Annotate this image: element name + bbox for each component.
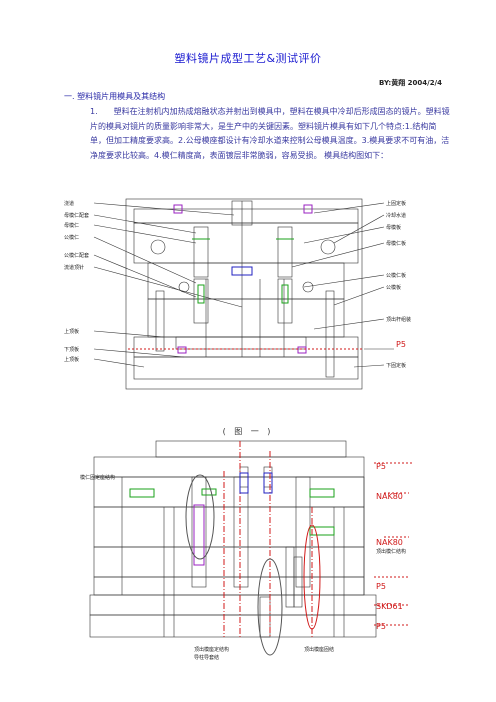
section-heading: 一. 塑料镜片用模具及其结构 <box>64 92 166 101</box>
body-paragraph: 1.塑料在注射机内加热成熔融状态并射出到模具中，塑料在模具中冷却后形成固态的镜片… <box>90 105 452 163</box>
fig1-label-left-3: 公模仁 <box>64 234 79 241</box>
fig2-label-right-0: P5 <box>376 462 386 471</box>
fig1-label-right-0: 上固定板 <box>386 200 406 207</box>
fig2-label-right-5: SKD61 <box>376 602 403 611</box>
document-title: 塑料镜片成型工艺&测试评价 <box>174 52 322 65</box>
figure-caption: ( 图 一 ) <box>222 427 274 436</box>
fig1-label-left-0: 浇道 <box>64 200 74 207</box>
fig2-label-right-1: NAK80 <box>376 492 403 501</box>
fig1-label-right-2: 母模板 <box>386 224 401 231</box>
fig1-label-right-7: P5 <box>396 340 406 349</box>
fig2-label-right-6: P5 <box>376 622 386 631</box>
fig2-label-right-2: NAK80 <box>376 538 403 547</box>
byline: BY:黄翔 2004/2/4 <box>379 79 442 87</box>
fig2-label-right-4: P5 <box>376 582 386 591</box>
fig2-label-right-3: 顶出模仁结构 <box>376 548 406 555</box>
fig1-label-right-8: 下固定板 <box>386 362 406 369</box>
fig1-label-left-5: 流道顶针 <box>64 264 84 271</box>
paragraph-text: 塑料在注射机内加热成熔融状态并射出到模具中，塑料在模具中冷却后形成固态的镜片。塑… <box>90 107 450 160</box>
fig1-label-left-6: 上顶板 <box>64 328 79 335</box>
fig1-label-right-4: 公模仁板 <box>386 272 406 279</box>
mold-structure-figure-1: 浇道 母模仁配套 母模仁 公模仁 公模仁配套 流道顶针 上顶板 下顶板 上顶板 … <box>64 198 411 390</box>
fig1-label-left-1: 母模仁配套 <box>64 212 89 219</box>
fig1-label-left-2: 母模仁 <box>64 222 79 229</box>
fig2-label-left-0: 模仁固定座结构 <box>80 474 115 481</box>
fig2-label-bottom-left-0: 顶出模座定结构 <box>194 646 229 653</box>
fig1-label-right-6: 顶出杆组装 <box>386 316 411 323</box>
fig1-label-right-5: 公模板 <box>386 284 401 291</box>
fig2-label-bottom-left-1: 导柱导套结 <box>194 654 219 661</box>
fig1-label-left-7: 下顶板 <box>64 346 79 353</box>
paragraph-number: 1. <box>90 107 98 116</box>
mold-section-figure-2: 模仁固定座结构 P5 NAK80 NAK80 顶出模仁结构 P5 SKD61 P… <box>80 440 414 661</box>
fig1-label-right-3: 母模仁板 <box>386 240 406 247</box>
fig1-label-left-4: 公模仁配套 <box>64 252 89 259</box>
fig1-label-left-8: 上顶板 <box>64 356 79 363</box>
fig2-label-bottom-right-0: 顶出模座固结 <box>304 646 334 653</box>
fig1-label-right-1: 冷却水道 <box>386 212 406 219</box>
